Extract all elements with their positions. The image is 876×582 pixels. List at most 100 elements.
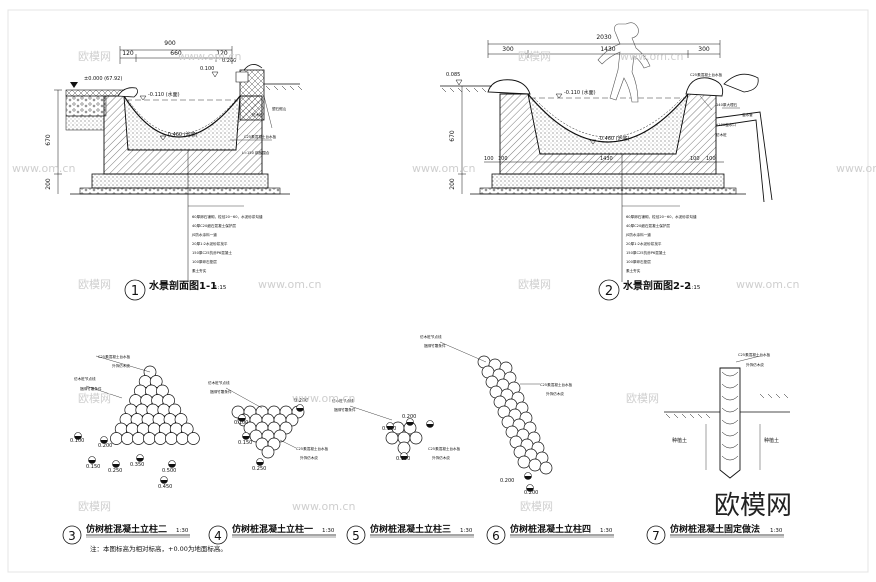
layer2-3: JS防水涂料一道 <box>625 232 651 237</box>
d4-v2: 0.100 <box>234 420 248 426</box>
dim-overall: 900 <box>164 40 176 47</box>
d6-callout-2: 捆绑竹篾条件 <box>424 343 446 348</box>
watermark-url: www.om.cn <box>12 162 75 175</box>
d4-callout-1: 仿木桩节点线 <box>208 380 230 385</box>
pile-circle <box>539 461 553 475</box>
pile-circle <box>187 432 200 445</box>
dim-right-2: 300 <box>698 46 710 53</box>
d4-v3: 0.150 <box>238 440 252 446</box>
watermark-logo: 欧模网 <box>518 278 551 291</box>
callout-2-marble: 140厚大理石 <box>716 102 738 107</box>
pile-circle <box>143 432 156 445</box>
watermark-url: www.om.cn <box>412 162 475 175</box>
dim-mid-2: 1430 <box>600 46 615 53</box>
dim-2-base: 200 <box>449 178 456 190</box>
d5-callout-2: 捆绑竹篾条件 <box>334 407 356 412</box>
detail-3-drawing <box>74 365 200 484</box>
watermark-url: www.om.cn <box>258 278 321 291</box>
watermark-logo: 欧模网 <box>78 50 111 63</box>
watermark-url: www.om.cn <box>836 162 876 175</box>
detail-6-drawing <box>477 355 553 492</box>
watermark-logo: 欧模网 <box>520 500 553 513</box>
elevation-marker-fill <box>160 480 168 484</box>
dim-2-b3: 1430 <box>600 156 613 162</box>
dim-2-b1: 100 <box>484 156 494 162</box>
section-1-labels: 900 120 660 120 ±0.000 (67.92) 0.100 0.2… <box>45 40 287 301</box>
elevation-marker-fill <box>386 426 394 430</box>
section-2-drawing <box>440 22 773 282</box>
pile-circle <box>517 455 531 469</box>
d3-callout-4: 捆绑竹篾条件 <box>80 386 102 391</box>
detail-4-badge <box>208 525 228 545</box>
detail-3-title: 仿树桩混凝土立柱二 <box>86 523 167 535</box>
watermark-logo: 欧模网 <box>78 392 111 405</box>
detail-5-labels: 仿木桩节点线 捆绑竹篾条件 C25素混凝土台水板 外饰仿木纹 0.200 0.1… <box>332 398 474 545</box>
elevation-marker-fill <box>406 422 414 426</box>
detail-5-badge <box>346 525 366 545</box>
detail-6-scale: 1:30 <box>600 528 613 534</box>
dim-2-b4: 100 <box>690 156 700 162</box>
pile-circle <box>154 432 167 445</box>
detail-4-title: 仿树桩混凝土立柱一 <box>232 523 313 535</box>
pile-circle <box>528 458 542 472</box>
pile-circle <box>261 445 275 459</box>
d6-callout-3: C25素混凝土台水板 <box>540 382 573 387</box>
d3-v5: 0.350 <box>130 462 144 468</box>
detail-3-scale: 1:30 <box>176 528 189 534</box>
d4-v4: 0.250 <box>252 466 266 472</box>
detail-5-title: 仿树桩混凝土立柱三 <box>370 523 451 535</box>
callout-post: 仿木桩 <box>252 112 263 117</box>
section-2-labels: 2030 300 1430 300 0.085 -0.110 (水面) -0.4… <box>446 34 753 301</box>
section-1-title: 水景剖面图1-1 <box>148 279 217 292</box>
section-2-number-badge <box>598 279 620 301</box>
detail-7-badge <box>646 525 666 545</box>
elev-top: 0.100 <box>200 66 214 72</box>
d3-v2: 0.200 <box>98 443 112 449</box>
layer-3: JS防水涂料一道 <box>191 232 217 237</box>
elevation-marker-fill <box>242 436 250 440</box>
elevation-marker-fill <box>74 436 82 440</box>
elevation-marker-fill <box>100 440 108 444</box>
pile-circle <box>165 432 178 445</box>
d3-callout-1: C25素混凝土台水板 <box>98 354 131 359</box>
watermark-logo: 欧模网 <box>626 392 659 405</box>
pile-circle <box>132 432 145 445</box>
dim-2-depth: 670 <box>449 130 456 142</box>
elev-water: -0.110 (水面) <box>148 91 180 98</box>
elev-2-water: -0.110 (水面) <box>564 89 596 96</box>
callout-2-post: 仿木桩 <box>716 132 727 137</box>
elevation-marker-fill <box>526 488 534 492</box>
section-2-scale: 1:15 <box>688 285 701 291</box>
d4-callout-3: C25素混凝土台水板 <box>296 446 329 451</box>
layer2-7: 素土夯实 <box>626 268 641 273</box>
callout-steel: L=150 钢板围合 <box>242 150 270 155</box>
detail-4-drawing <box>231 404 305 466</box>
watermark-url: www.om.cn <box>620 50 683 63</box>
watermark-logo: 欧模网 <box>518 50 551 63</box>
elevation-marker-fill <box>88 460 96 464</box>
layer2-1: 60厚卵石铺砌，粒径20~60，水泥砂浆勾缝 <box>626 214 697 219</box>
detail-5-scale: 1:30 <box>460 528 473 534</box>
d5-callout-4: 外饰仿木纹 <box>432 455 450 460</box>
layer2-4: 20厚1:2水泥砂浆找平 <box>626 241 662 246</box>
detail-5-number: 5 <box>352 529 360 543</box>
d5-v2: 0.100 <box>382 426 396 432</box>
layer2-2: 40厚C20细石混凝土保护层 <box>626 223 670 228</box>
d5-callout-3: C25素混凝土台水板 <box>428 446 461 451</box>
layer2-6: 100厚碎石垫层 <box>626 259 651 264</box>
callout-2-slab: C25素混凝土台水板 <box>690 72 723 77</box>
layer-4: 20厚1:2水泥砂浆找平 <box>192 241 228 246</box>
dim-right-rim: 120 <box>216 50 228 57</box>
layer-7: 素土夯实 <box>192 268 207 273</box>
elevation-marker-fill <box>256 462 264 466</box>
layer-1: 60厚卵石铺砌，粒径20~60，水泥砂浆勾缝 <box>192 214 263 219</box>
d3-v4: 0.250 <box>108 468 122 474</box>
detail-4-number: 4 <box>214 529 222 543</box>
callout-2-outlet: ¢100溢水口 <box>716 122 736 127</box>
elevation-marker-fill <box>296 408 304 412</box>
watermark-url: www.om.cn <box>736 278 799 291</box>
detail-6-title: 仿树桩混凝土立柱四 <box>510 523 591 535</box>
elev-rock: 0.200 <box>222 58 236 64</box>
watermark-url: www.om.cn <box>292 392 355 405</box>
elevation-marker-fill <box>112 464 120 468</box>
